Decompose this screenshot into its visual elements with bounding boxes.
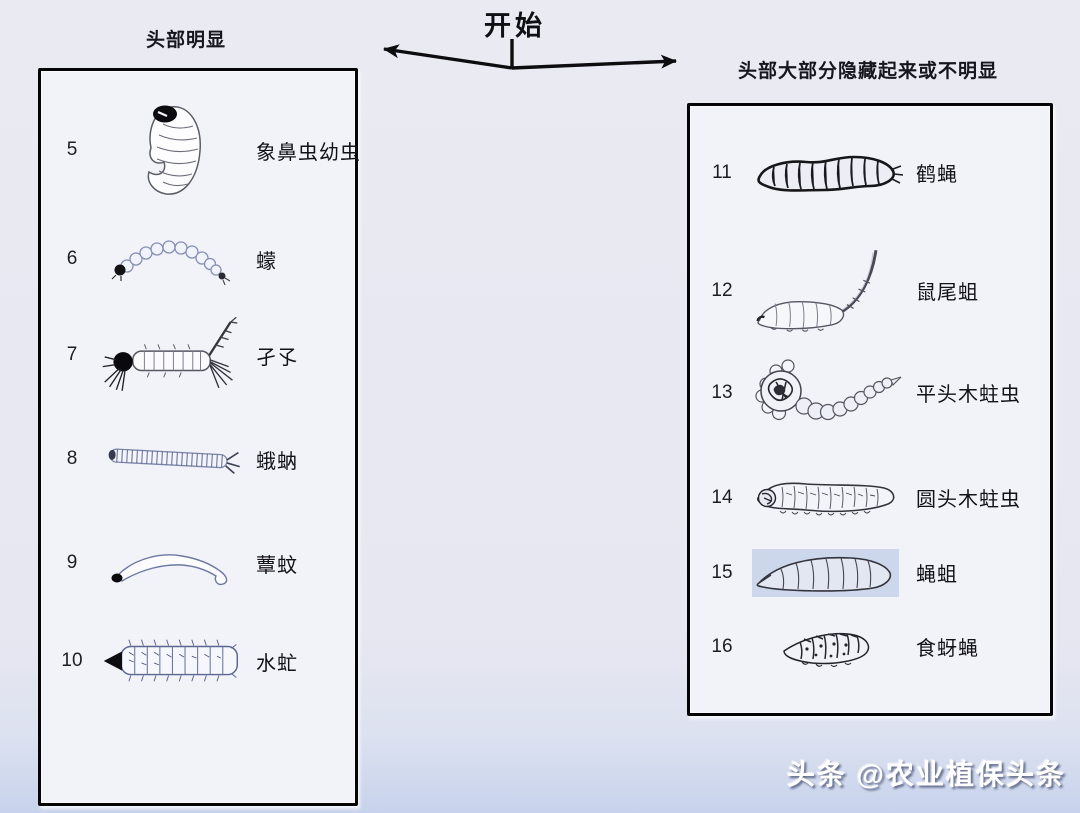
key-item-5: 5 象鼻虫幼虫 (48, 100, 360, 200)
item-number: 10 (61, 650, 83, 671)
key-item-14: 14 圆头木蛀虫 (698, 455, 1042, 540)
branch-label-head-obvious: 头部明显 (146, 30, 227, 51)
round-headed-wood-borer-icon (746, 473, 906, 523)
item-label: 平头木蛀虫 (916, 384, 1021, 406)
item-label: 蠓 (256, 250, 277, 273)
keybox-head-hidden (687, 103, 1053, 716)
item-number: 16 (711, 635, 733, 657)
item-label: 蕈蚊 (256, 554, 298, 577)
crane-fly-larva-icon (746, 145, 906, 200)
key-item-11: 11 鹤蝇 (698, 130, 1042, 215)
mosquito-larva-icon (96, 305, 246, 405)
weevil-larva-icon (96, 100, 246, 200)
item-number: 5 (66, 139, 78, 160)
branch-arrows (383, 39, 677, 70)
flat-headed-wood-borer-icon (746, 354, 906, 432)
item-number: 13 (711, 381, 733, 403)
key-item-8: 8 蛾蚋 (48, 409, 344, 509)
page-title: 开始 (484, 11, 546, 41)
key-item-16: 16 食蚜蝇 (698, 604, 1042, 689)
item-number: 15 (711, 561, 733, 583)
fungus-gnat-larva-icon (96, 535, 246, 591)
key-item-9: 9 蕈蚊 (48, 513, 344, 613)
rat-tailed-maggot-icon (746, 243, 906, 338)
item-number: 11 (712, 161, 732, 183)
midge-larva-icon (96, 233, 246, 285)
key-item-13: 13 平头木蛀虫 (698, 350, 1042, 435)
branch-label-head-hidden: 头部大部分隐藏起来或不明显 (738, 61, 999, 82)
item-label: 鼠尾蛆 (916, 282, 979, 304)
item-number: 9 (66, 552, 78, 573)
item-number: 6 (66, 248, 78, 269)
watermark: 头条 @农业植保头条 (786, 759, 1066, 790)
key-item-6: 6 蠓 (48, 209, 344, 309)
moth-fly-larva-icon (96, 441, 246, 477)
item-label: 水虻 (256, 652, 298, 675)
item-label: 象鼻虫幼虫 (256, 141, 361, 164)
soldier-fly-larva-icon (96, 630, 246, 692)
item-number: 14 (711, 486, 733, 508)
item-number: 8 (66, 448, 78, 469)
item-number: 7 (66, 344, 78, 365)
key-item-10: 10 水虻 (48, 611, 344, 711)
key-item-7: 7 孑孓 (48, 305, 344, 405)
key-item-15: 15 蝇蛆 (698, 530, 1042, 615)
key-item-12: 12 鼠尾蛆 (698, 248, 1042, 333)
item-label: 蛾蚋 (256, 450, 298, 473)
item-label: 蝇蛆 (916, 564, 958, 586)
item-label: 食蚜蝇 (916, 638, 979, 660)
keybox-head-obvious (38, 68, 358, 806)
hoverfly-larva-icon (746, 624, 906, 670)
item-label: 孑孓 (256, 346, 298, 369)
fly-maggot-icon (746, 547, 906, 599)
item-label: 鹤蝇 (916, 164, 958, 186)
item-label: 圆头木蛀虫 (916, 489, 1021, 511)
item-number: 12 (711, 279, 733, 301)
